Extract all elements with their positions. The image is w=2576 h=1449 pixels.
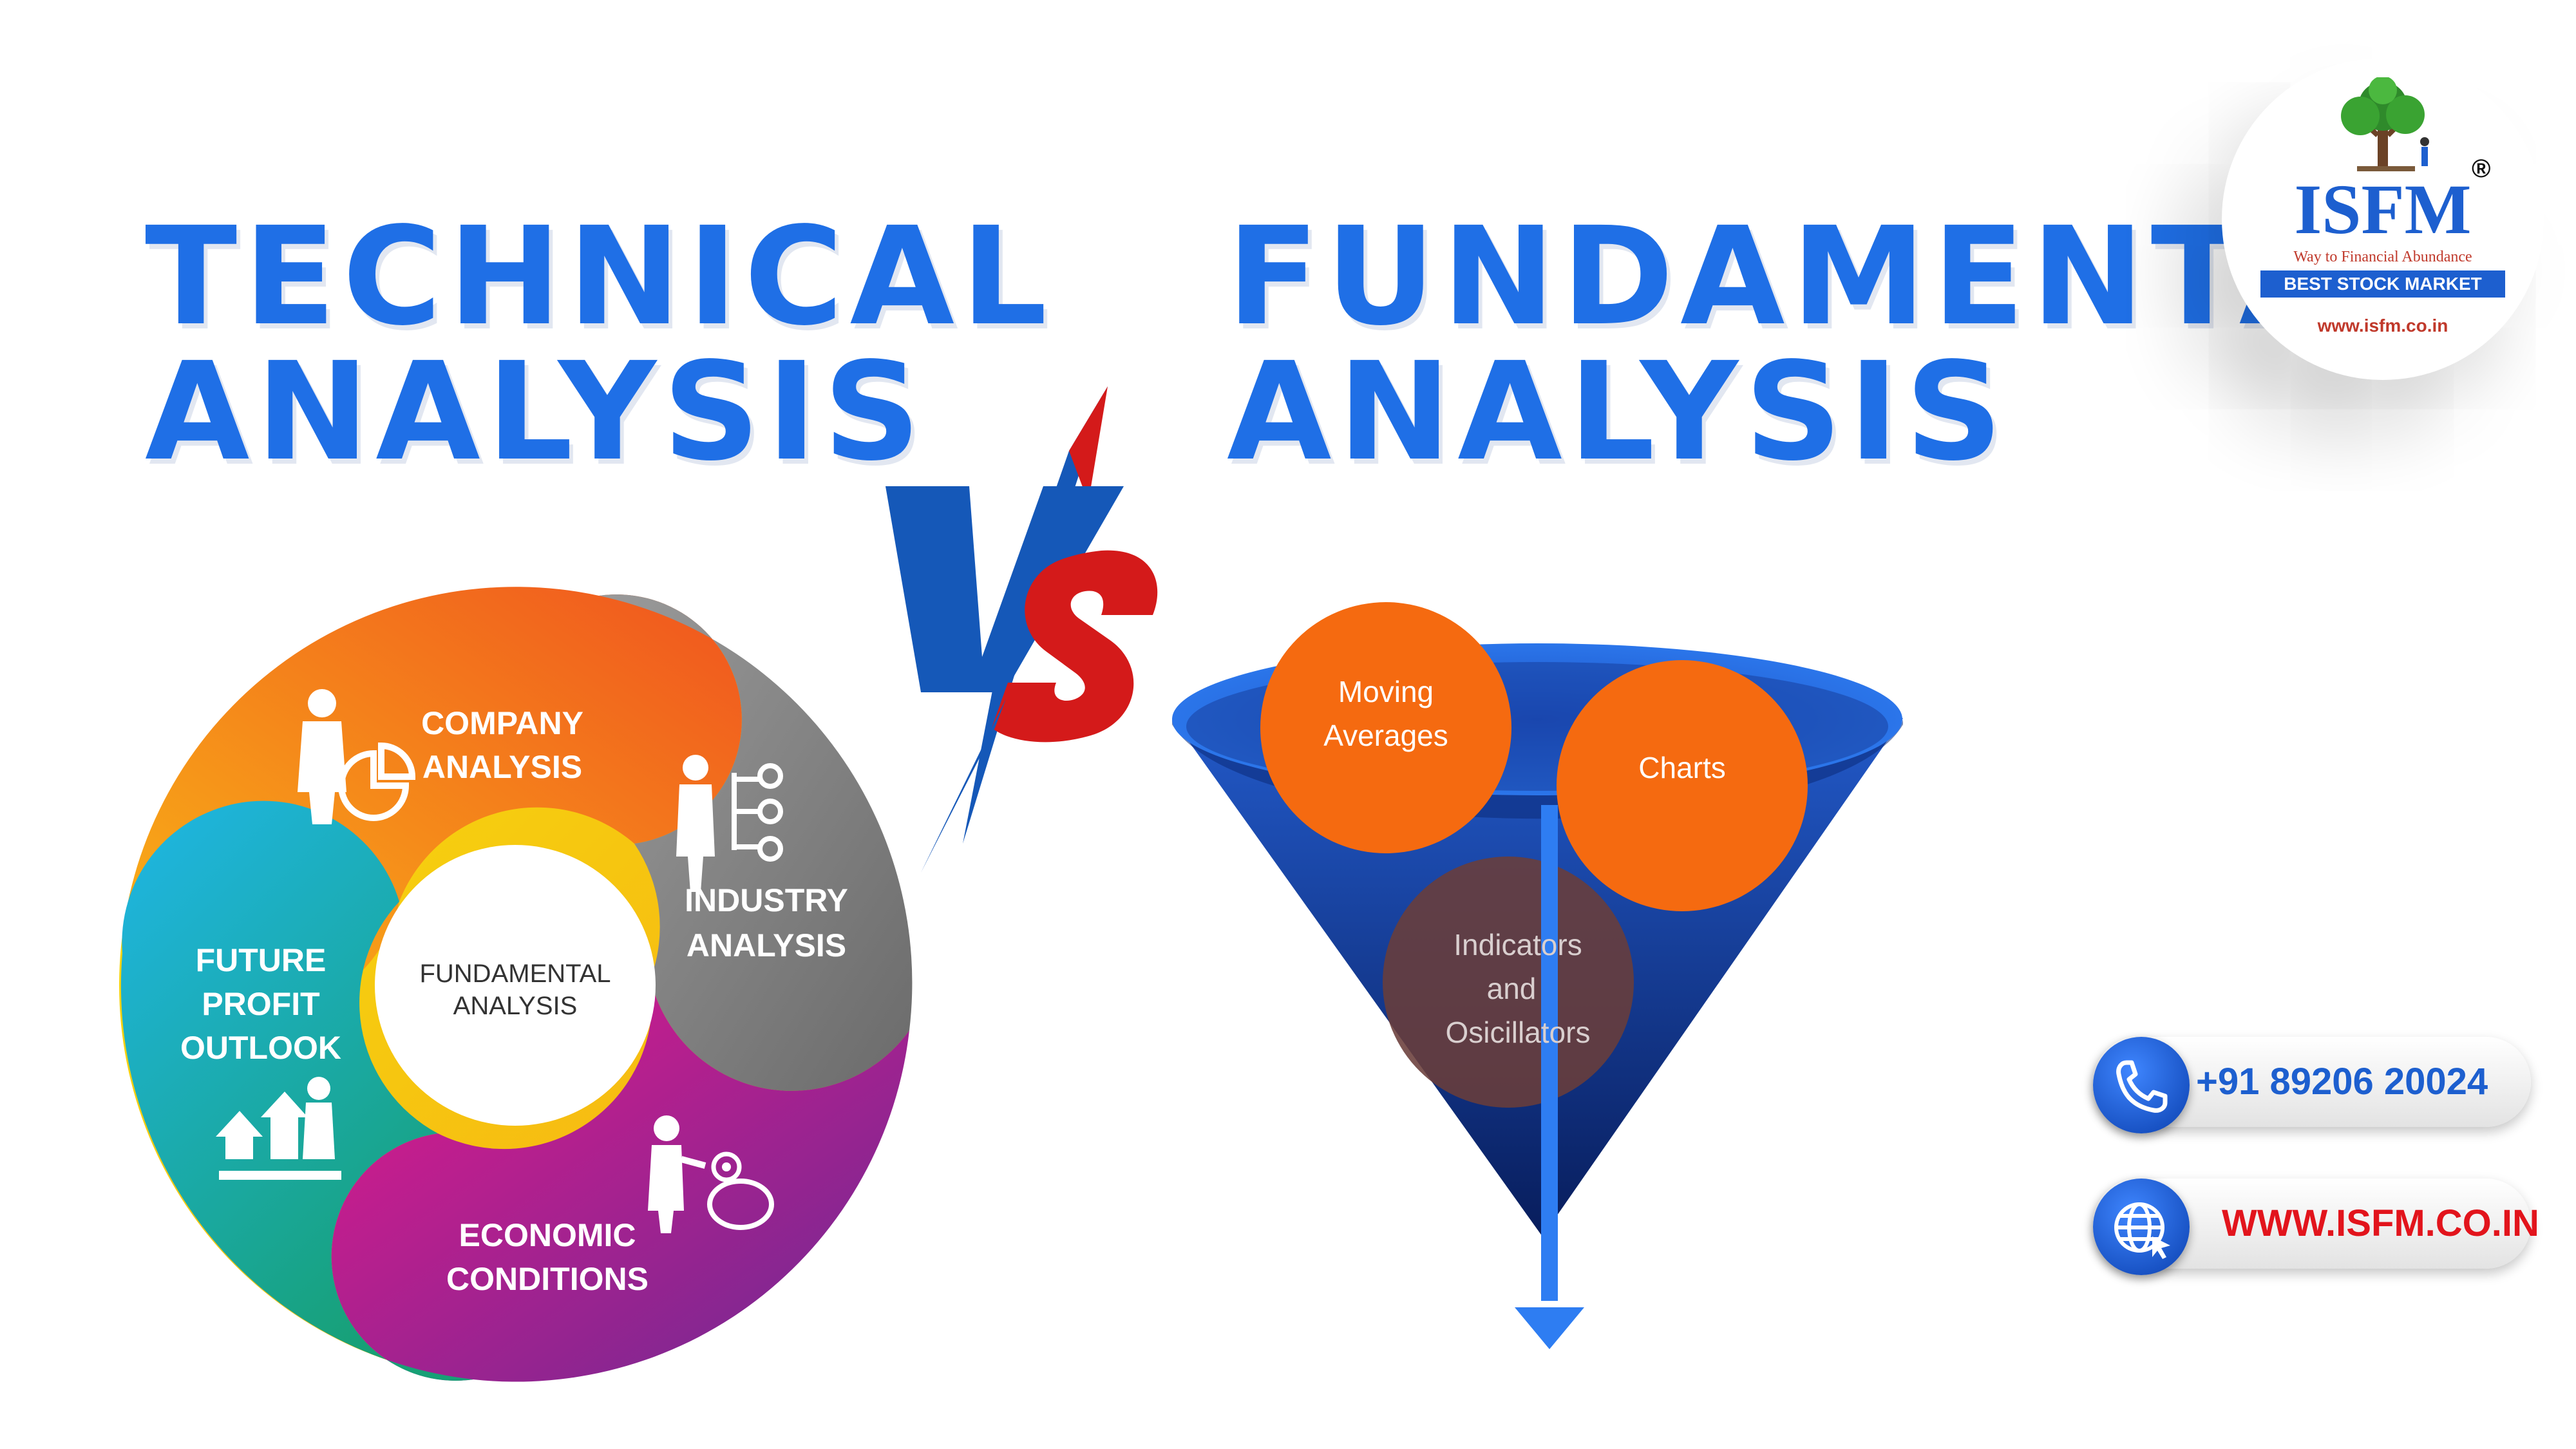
- industry-label-line1: INDUSTRY: [685, 882, 848, 918]
- moving-averages-line1: Moving: [1338, 675, 1434, 708]
- cycle-center-line1: FUNDAMENTAL: [419, 960, 611, 988]
- segment-industry-analysis: [599, 594, 913, 1091]
- phone-number: +91 89206 20024: [2196, 1061, 2488, 1103]
- economic-label-line1: ECONOMIC: [459, 1217, 636, 1253]
- future-label-line3: OUTLOOK: [180, 1030, 341, 1066]
- vs-letter-s: [992, 550, 1158, 743]
- logo-band: BEST STOCK MARKET SCHOOL: [2260, 270, 2505, 321]
- funnel-arrow-shaft: [1541, 805, 1558, 1301]
- funnel-arrow-head: [1515, 1307, 1584, 1349]
- indicators-line1: Indicators: [1454, 928, 1582, 961]
- logo-tagline: Way to Financial Abundance: [2293, 249, 2472, 265]
- phone-icon: [2093, 1037, 2190, 1133]
- businessman-piggy-bank-icon: [648, 1115, 774, 1233]
- website-contact-pill[interactable]: WWW.ISFM.CO.IN: [2093, 1179, 2539, 1275]
- businessman-growth-arrows-icon: [216, 1077, 341, 1180]
- technical-title-line1: TECHNICAL: [145, 198, 1054, 355]
- moving-averages-line2: Averages: [1323, 719, 1448, 752]
- vs-letter-v: [886, 486, 1124, 692]
- businessman-hierarchy-icon: [676, 755, 783, 892]
- charts-label: Charts: [1638, 751, 1725, 784]
- technical-title-line2: ANALYSIS: [145, 333, 927, 491]
- company-label-line2: ANALYSIS: [422, 749, 582, 785]
- cycle-diagram: FUNDAMENTAL ANALYSIS COMPANY ANALYSIS IN…: [119, 587, 913, 1382]
- segment-future-profit-outlook: [120, 800, 474, 1381]
- circle-indicators-oscillators: [1383, 857, 1634, 1108]
- logo-url: www.isfm.co.in: [2317, 316, 2448, 336]
- future-label-line1: FUTURE: [196, 942, 327, 978]
- future-label-line2: PROFIT: [202, 986, 319, 1022]
- cycle-center: [375, 845, 656, 1126]
- industry-label-line2: ANALYSIS: [687, 927, 846, 963]
- logo-registered-mark: ®: [2472, 155, 2491, 183]
- isfm-logo: ISFM ® Way to Financial Abundance BEST S…: [2222, 58, 2544, 380]
- company-label-line1: COMPANY: [421, 705, 583, 741]
- circle-charts: [1557, 660, 1808, 911]
- indicators-line2: and: [1487, 972, 1537, 1005]
- segment-economic-conditions: [331, 979, 909, 1382]
- phone-contact-pill[interactable]: +91 89206 20024: [2093, 1037, 2531, 1133]
- website-url: WWW.ISFM.CO.IN: [2222, 1202, 2539, 1244]
- fundamental-title-line2: ANALYSIS: [1227, 333, 2009, 491]
- businessman-pie-chart-icon: [298, 689, 416, 824]
- economic-label-line2: CONDITIONS: [446, 1261, 649, 1297]
- versus-emblem: [886, 386, 1158, 873]
- funnel-diagram: Moving Averages Charts Indicators and Os…: [1172, 602, 1903, 1349]
- tree-icon: [2341, 77, 2429, 171]
- cycle-center-line2: ANALYSIS: [453, 992, 578, 1020]
- technical-analysis-title: TECHNICAL ANALYSIS: [145, 209, 1054, 480]
- circle-moving-averages: [1260, 602, 1511, 853]
- globe-cursor-icon: [2093, 1179, 2190, 1275]
- logo-brand-name: ISFM: [2294, 170, 2472, 249]
- indicators-line3: Osicillators: [1446, 1016, 1591, 1049]
